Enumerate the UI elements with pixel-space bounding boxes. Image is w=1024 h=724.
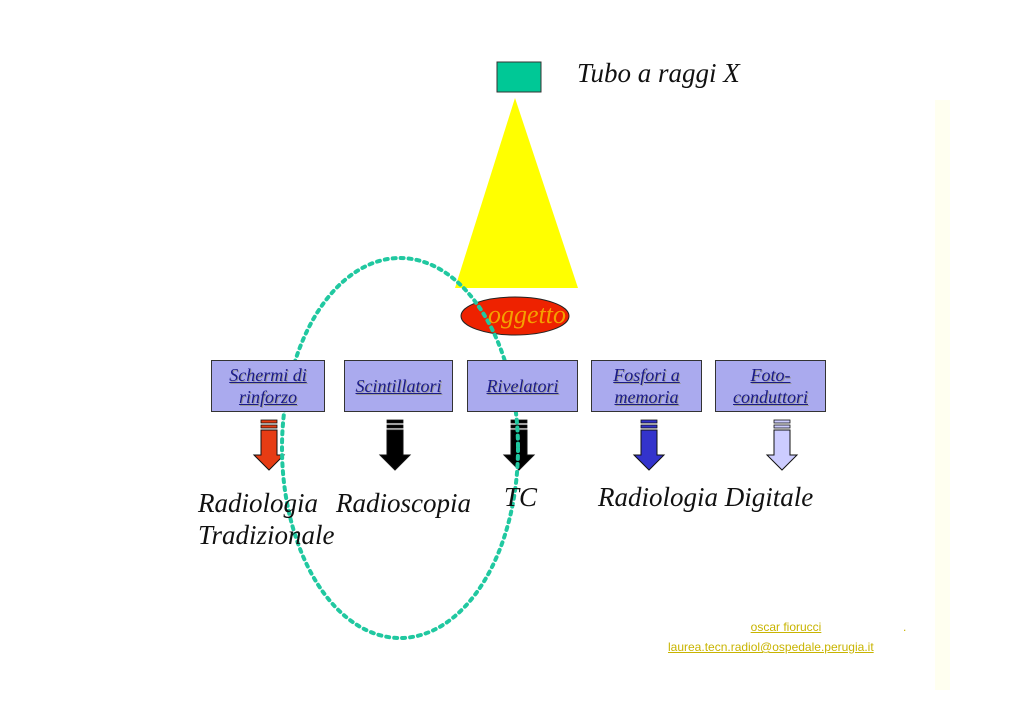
detector-box-rivelatori: Rivelatori [467, 360, 578, 412]
detector-box-schermi: Schermi di rinforzo [211, 360, 325, 412]
detector-label: Scintillatori [355, 376, 442, 396]
right-margin-strip [935, 100, 950, 690]
object-label: oggetto [488, 300, 566, 329]
down-arrow-icon [765, 419, 799, 471]
detector-label: Fosfori a memoria [613, 365, 680, 407]
caption-radioscopia: Radioscopia [336, 488, 471, 518]
caption-radiologia-digitale: Radiologia Digitale [598, 482, 814, 512]
detector-label: Foto- conduttori [733, 365, 808, 407]
x-ray-beam [455, 98, 578, 288]
arrows-group [252, 419, 799, 471]
down-arrow-icon [632, 419, 666, 471]
footer-dot: . [903, 620, 907, 634]
object-ellipse [460, 296, 570, 336]
down-arrow-icon [252, 419, 286, 471]
caption-tc: TC [504, 482, 538, 512]
caption-radiologia-tradizionale: Radiologia Tradizionale [198, 488, 335, 550]
detector-box-fosfori: Fosfori a memoria [591, 360, 702, 412]
highlight-dotted-oval [280, 256, 520, 640]
detector-label: Rivelatori [486, 376, 559, 396]
detector-box-scintillatori: Scintillatori [344, 360, 453, 412]
x-ray-tube [496, 61, 542, 93]
detector-label: Schermi di rinforzo [229, 365, 307, 407]
tube-label: Tubo a raggi X [577, 58, 740, 88]
footer-email[interactable]: laurea.tecn.radiol@ospedale.perugia.it [668, 640, 874, 654]
down-arrow-icon [378, 419, 412, 471]
detector-box-fotoconduttori: Foto- conduttori [715, 360, 826, 412]
footer-author: oscar fiorucci [750, 620, 822, 634]
